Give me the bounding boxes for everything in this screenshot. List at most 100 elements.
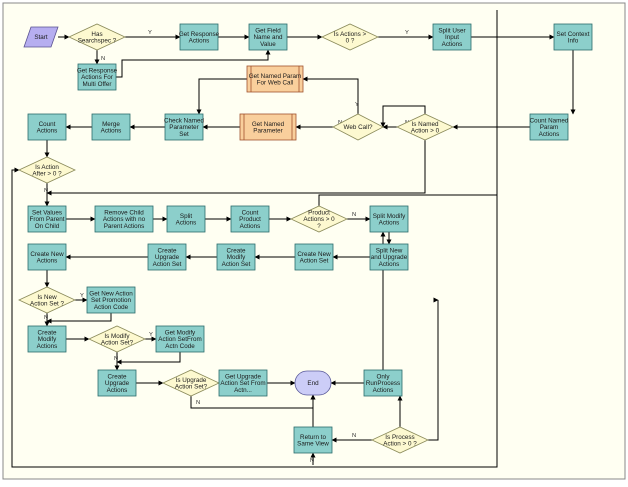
- edge-label-no: N: [114, 356, 118, 362]
- edge-label-no: N: [44, 315, 48, 321]
- node-label-line: Actions: [37, 128, 58, 135]
- node-label-line: Actions: [37, 258, 58, 265]
- node-label-line: Split: [180, 213, 192, 220]
- node-label-line: Name and: [253, 34, 283, 41]
- node-label-line: Count Named: [530, 117, 569, 124]
- node-label-line: Parent Actions: [104, 223, 145, 230]
- node-label-line: Web Call?: [344, 124, 373, 131]
- edge-label-no: N: [352, 433, 356, 439]
- node-label-line: Get Field: [255, 27, 281, 34]
- node-label-line: End: [307, 380, 319, 387]
- node-end[interactable]: End: [294, 370, 332, 396]
- node-label-line: Actions: [189, 38, 210, 45]
- node-label-line: Count: [39, 121, 56, 128]
- node-label-line: For Web Call: [257, 80, 294, 87]
- node-web-call[interactable]: Web Call?: [332, 113, 384, 141]
- node-label-line: Actions with no: [103, 216, 146, 223]
- node-label-line: Remove Child: [104, 209, 144, 216]
- node-label-line: Split Modify: [373, 213, 406, 220]
- node-label-line: Get New Action: [89, 290, 133, 297]
- edge-connector: [428, 299, 441, 441]
- node-label-line: 0 ?: [346, 38, 355, 45]
- node-label-line: Same View: [297, 441, 329, 448]
- node-label-line: Actions > 0: [303, 216, 335, 223]
- node-start[interactable]: Start: [23, 26, 59, 48]
- node-label-line: Action > 0: [411, 128, 440, 135]
- node-label: End: [307, 380, 319, 387]
- process-shape: [553, 23, 593, 51]
- process-shape: [248, 23, 288, 51]
- node-label-line: Action > 0 ?: [383, 441, 417, 448]
- decision-shape: [88, 325, 146, 353]
- node-label-line: Is Actions >: [334, 31, 367, 38]
- edge-label-yes: Y: [355, 102, 359, 108]
- node-is-actions[interactable]: Is Actions >0 ?: [321, 23, 379, 51]
- node-label-line: Actions: [539, 131, 560, 138]
- node-label-line: Set: [179, 131, 189, 138]
- process-shape: [97, 369, 137, 397]
- edge-label-yes: Y: [405, 30, 409, 36]
- node-label-line: Multi Offer: [83, 81, 112, 88]
- edge-label-no: N: [310, 458, 314, 464]
- process-shape: [91, 113, 131, 141]
- node-label-line: Split User: [438, 27, 465, 34]
- node-label-line: Is Upgrade: [176, 377, 207, 384]
- node-label-line: Upgrade: [155, 254, 180, 261]
- process-shape: [27, 113, 67, 141]
- decision-shape: [68, 23, 126, 51]
- node-label-line: Split New: [376, 247, 403, 254]
- node-label-line: Is Named: [412, 121, 439, 128]
- node-label-line: Action SetFrom: [158, 336, 201, 343]
